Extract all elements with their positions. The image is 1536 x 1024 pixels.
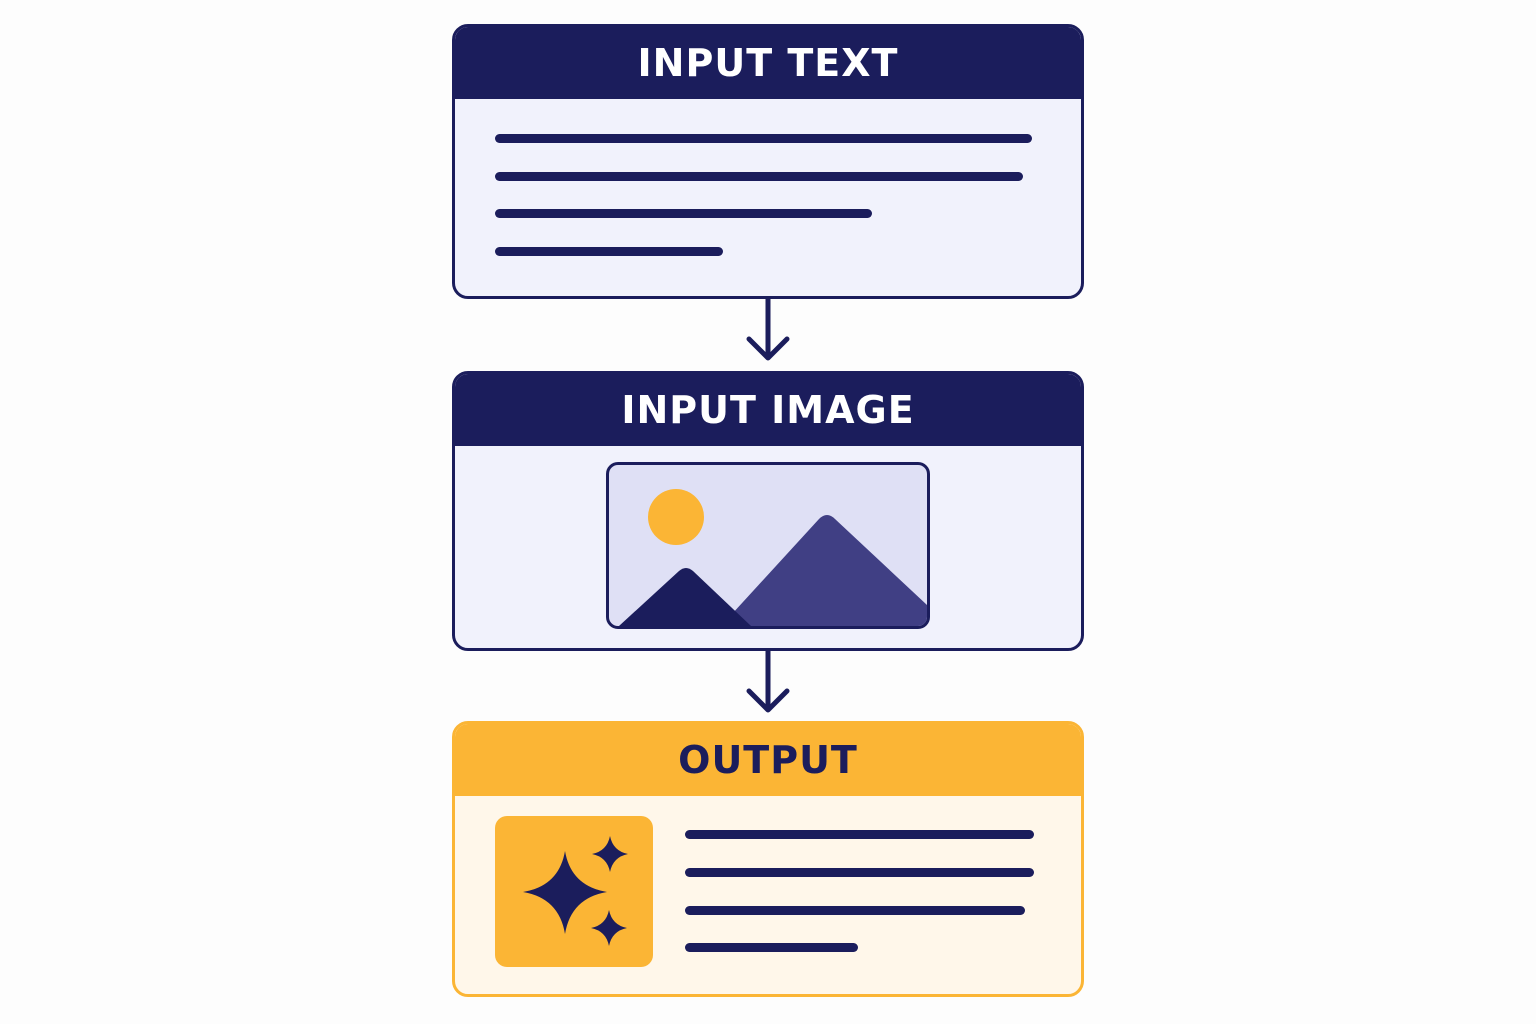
text-line	[495, 209, 872, 218]
output-text-line	[685, 830, 1034, 839]
sparkle-icon	[495, 816, 653, 967]
output-title: OUTPUT	[678, 738, 858, 782]
output-header: OUTPUT	[455, 724, 1081, 796]
sun-icon	[648, 489, 704, 545]
landscape-icon	[619, 489, 927, 626]
output-text-line	[685, 868, 1034, 877]
mountain-large-icon	[721, 515, 927, 626]
output-text-line	[685, 906, 1025, 915]
text-line	[495, 247, 723, 256]
arrow-down-icon	[746, 297, 790, 361]
input-text-title: INPUT TEXT	[637, 41, 899, 85]
output-text-line	[685, 943, 858, 952]
output-card: OUTPUT	[452, 721, 1084, 997]
mountain-small-icon	[619, 568, 751, 626]
sparkle-large-icon	[523, 851, 607, 934]
input-image-card: INPUT IMAGE	[452, 371, 1084, 651]
text-line	[495, 134, 1032, 143]
arrow-down-icon	[746, 649, 790, 713]
text-line	[495, 172, 1023, 181]
input-text-body	[455, 99, 1081, 296]
input-text-card: INPUT TEXT	[452, 24, 1084, 299]
sparkles-icon	[523, 836, 628, 946]
input-text-header: INPUT TEXT	[455, 27, 1081, 99]
input-image-header: INPUT IMAGE	[455, 374, 1081, 446]
input-image-body	[455, 446, 1081, 648]
input-image-title: INPUT IMAGE	[621, 388, 915, 432]
image-placeholder-icon	[606, 462, 930, 629]
sparkle-small-icon	[592, 836, 628, 872]
output-body	[455, 796, 1081, 994]
sparkle-small-icon	[591, 910, 627, 946]
